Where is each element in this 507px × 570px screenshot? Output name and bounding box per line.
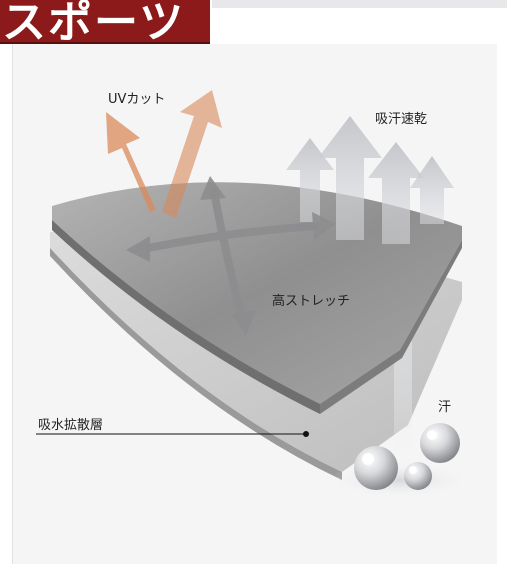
header-band: スポーツ [0, 0, 210, 44]
quick-dry-arrows [286, 116, 454, 244]
header-title: スポーツ [2, 0, 186, 44]
diffusion-leader-dot [303, 431, 309, 437]
uv-cut-arrows [106, 90, 222, 218]
diffusion-layer-label: 吸水拡散層 [38, 418, 104, 433]
top-divider [212, 0, 507, 8]
high-stretch-label: 高ストレッチ [272, 294, 351, 309]
uv-cut-label: UVカット [108, 92, 166, 107]
stretch-arrows [144, 188, 320, 322]
sweat-label: 汗 [438, 400, 452, 415]
sweat-droplets [354, 423, 460, 490]
stretch-arrow-up-head [200, 176, 226, 200]
quick-dry-label: 吸汗速乾 [375, 112, 428, 127]
stretch-arrow-down-head [232, 310, 256, 336]
stretch-arrow-right-head [312, 212, 336, 240]
stretch-arrow-left-head [126, 236, 150, 262]
